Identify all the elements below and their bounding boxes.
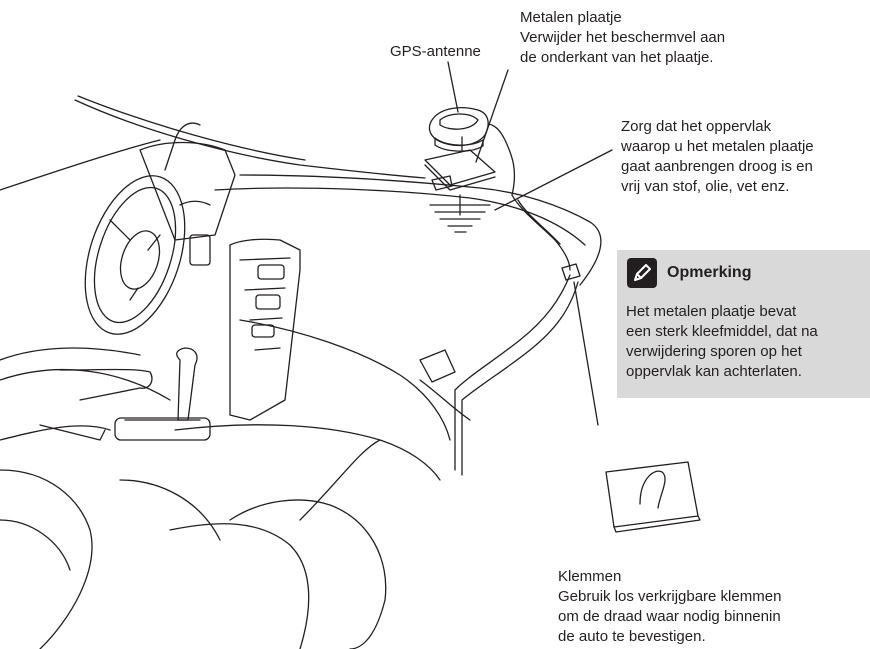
note-title: Opmerking [667, 264, 751, 282]
clamps-title: Klemmen [558, 567, 781, 587]
metal-plate-line-1: Verwijder het beschermvel aan [520, 28, 725, 48]
dashboard-lower [240, 320, 450, 440]
steering-wheel [67, 163, 203, 347]
surface-line-4: vrij van stof, olie, vet enz. [621, 177, 814, 197]
windshield-frame [0, 140, 160, 190]
vent-right [256, 295, 280, 309]
metal-plate-line-2: de onderkant van het plaatje. [520, 48, 725, 68]
driver-seat [0, 348, 140, 360]
vent-left [258, 265, 284, 279]
passenger-seat [230, 500, 386, 649]
clamps-line-1: Gebruik los verkrijgbare klemmen [558, 587, 781, 607]
clamps-label: Klemmen Gebruik los verkrijgbare klemmen… [558, 567, 781, 647]
clip-detail [606, 462, 698, 527]
note-line-4: oppervlak kan achterlaten. [626, 362, 818, 382]
note-header: Opmerking [627, 258, 751, 288]
leader-gps-antenna [448, 62, 458, 112]
antenna-cable [512, 195, 570, 270]
note-line-1: Het metalen plaatje bevat [626, 302, 818, 322]
note-box: Opmerking Het metalen plaatje bevat een … [617, 250, 870, 398]
instrument-cluster [140, 143, 235, 241]
center-console [230, 239, 300, 420]
note-line-2: een sterk kleefmiddel, dat na [626, 322, 818, 342]
surface-label: Zorg dat het oppervlak waarop u het meta… [621, 117, 814, 197]
leader-metal-plate [476, 70, 508, 162]
gps-antenna-label: GPS-antenne [390, 42, 481, 62]
note-body: Het metalen plaatje bevat een sterk klee… [626, 302, 818, 382]
surface-line-3: gaat aanbrengen droog is en [621, 157, 814, 177]
gear-shifter [177, 348, 197, 420]
note-line-3: verwijdering sporen op het [626, 342, 818, 362]
clamps-line-3: de auto te bevestigen. [558, 627, 781, 647]
wire-clip [562, 264, 580, 280]
surface-line-1: Zorg dat het oppervlak [621, 117, 814, 137]
metal-plate-label: Metalen plaatje Verwijder het beschermve… [520, 8, 725, 68]
clamps-line-2: om de draad waar nodig binnenin [558, 607, 781, 627]
pencil-icon [627, 258, 657, 288]
surface-line-2: waarop u het metalen plaatje [621, 137, 814, 157]
dashboard-top [240, 175, 601, 285]
glovebox [420, 350, 455, 382]
metal-plate-title: Metalen plaatje [520, 8, 725, 28]
leader-clamps [574, 282, 598, 425]
